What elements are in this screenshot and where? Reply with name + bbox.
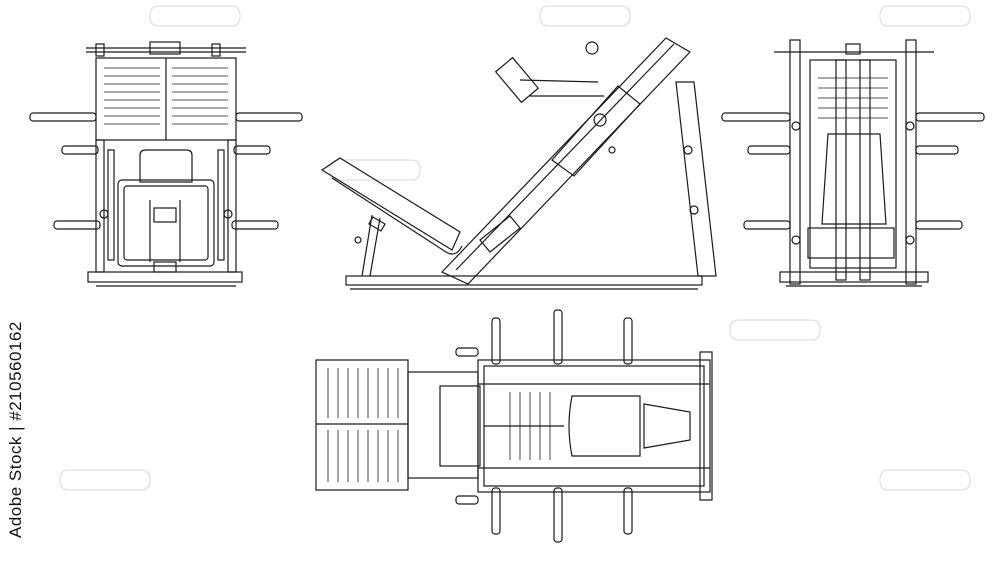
watermark-pattern bbox=[59, 5, 971, 491]
front-view bbox=[29, 41, 303, 287]
back-view bbox=[721, 39, 985, 287]
stock-id-label: Adobe Stock | #210560162 bbox=[6, 321, 25, 539]
footplate-slats bbox=[104, 67, 228, 125]
top-footplate-slats bbox=[327, 368, 399, 482]
top-view bbox=[315, 309, 713, 543]
side-view bbox=[320, 37, 717, 290]
